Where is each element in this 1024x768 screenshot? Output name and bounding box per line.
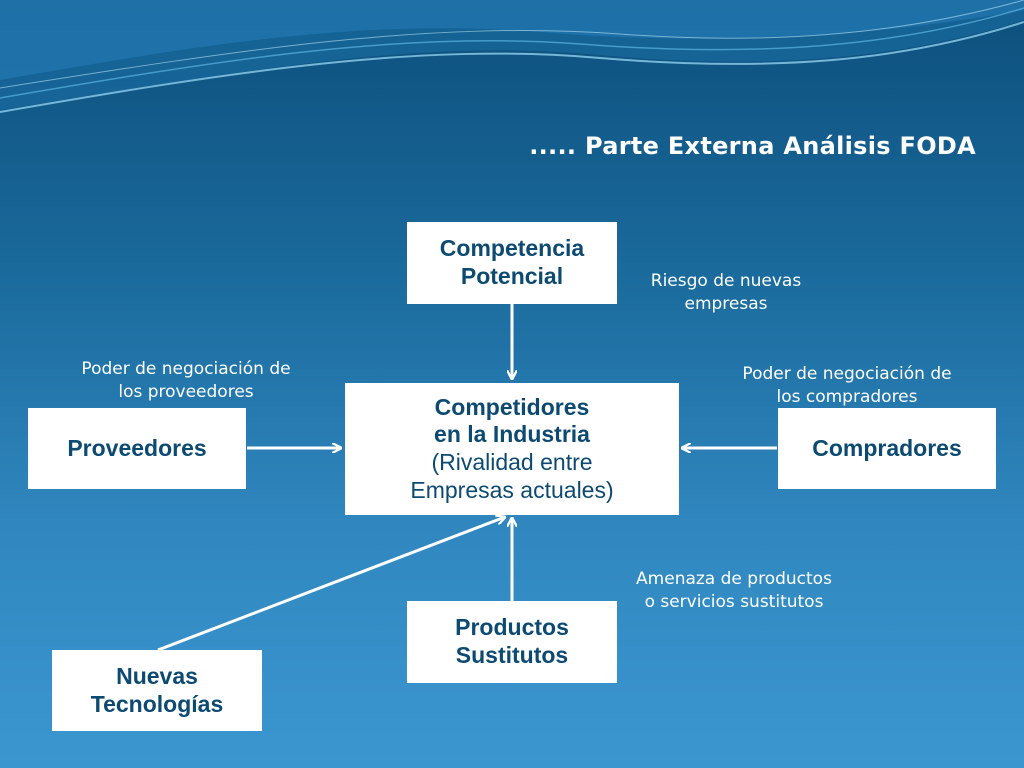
note-poder-proveedores-line2: los proveedores [118, 381, 254, 402]
note-poder-compradores-line2: los compradores [776, 386, 918, 407]
competencia-line1: Competencia [439, 235, 585, 262]
competidores-line3: (Rivalidad entre [431, 449, 593, 475]
competidores-box: Competidores en la Industria (Rivalidad … [345, 383, 679, 515]
nuevas-line2: Tecnologías [90, 690, 224, 717]
note-poder-compradores-line1: Poder de negociación de [742, 364, 952, 384]
productos-line2: Sustitutos [455, 642, 569, 668]
slide-title: ..... Parte Externa Análisis FODA [529, 132, 976, 160]
nuevas-tecnologias-box: Nuevas Tecnologías [52, 650, 262, 731]
proveedores-label: Proveedores [67, 434, 207, 461]
note-amenaza-line1: Amenaza de productos [636, 569, 832, 589]
decorative-waves [0, 0, 1024, 113]
note-riesgo-line2: empresas [684, 293, 768, 314]
competencia-line2: Potencial [460, 263, 564, 289]
competidores-line4: Empresas actuales) [410, 476, 614, 503]
compradores-label: Compradores [812, 434, 962, 461]
competidores-line1: Competidores [434, 393, 590, 420]
proveedores-box: Proveedores [28, 408, 246, 489]
competidores-line2: en la Industria [434, 421, 590, 448]
note-poder-proveedores-line1: Poder de negociación de [81, 359, 291, 379]
note-riesgo: Riesgo de nuevas empresas [626, 270, 826, 316]
note-amenaza-line2: o servicios sustitutos [644, 591, 824, 612]
nuevas-line1: Nuevas [116, 662, 198, 689]
compradores-box: Compradores [778, 408, 996, 489]
note-poder-compradores: Poder de negociación de los compradores [716, 363, 978, 409]
note-amenaza: Amenaza de productos o servicios sustitu… [608, 568, 860, 614]
productos-line1: Productos [455, 614, 569, 641]
note-riesgo-line1: Riesgo de nuevas [650, 271, 802, 291]
productos-sustitutos-box: Productos Sustitutos [407, 601, 617, 683]
competencia-potencial-box: Competencia Potencial [407, 222, 617, 304]
note-poder-proveedores: Poder de negociación de los proveedores [55, 358, 317, 404]
